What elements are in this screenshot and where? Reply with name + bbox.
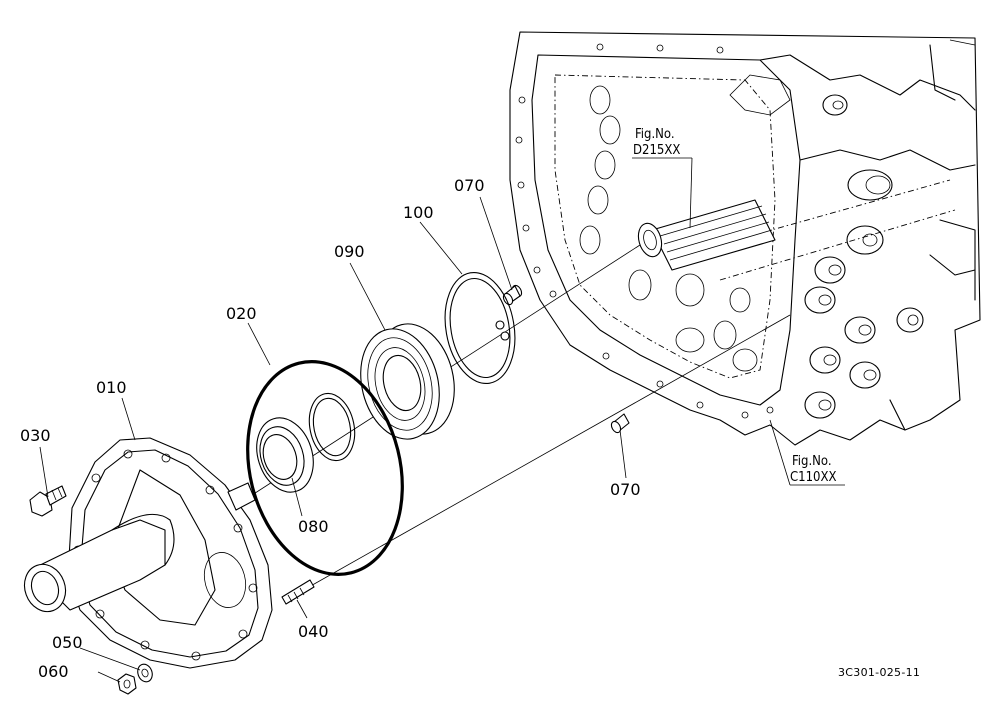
callout-040: 040 <box>298 622 329 641</box>
figure-ref-c110: Fig.No. C110XX <box>790 454 837 485</box>
callout-labels: 010 020 030 040 050 060 070 070 080 090 … <box>20 176 641 681</box>
callout-070-upper: 070 <box>454 176 485 195</box>
hex-bolt <box>29 485 67 517</box>
callout-050: 050 <box>52 633 83 652</box>
dowel-pin-upper <box>502 284 523 306</box>
oil-seal <box>256 417 314 493</box>
housing-pockets <box>579 85 758 372</box>
stud-bolt <box>281 579 315 605</box>
housing-bosses <box>804 94 924 419</box>
flange-bolt-holes <box>515 43 774 419</box>
callout-030: 030 <box>20 426 51 445</box>
drawing-code: 3C301-025-11 <box>838 666 920 679</box>
snap-ring <box>444 271 516 385</box>
callout-090: 090 <box>334 242 365 261</box>
callout-100: 100 <box>403 203 434 222</box>
hex-nut <box>117 673 137 695</box>
figure-ref-d215-line1: Fig.No. <box>635 127 675 142</box>
callout-060: 060 <box>38 662 69 681</box>
callout-010: 010 <box>96 378 127 397</box>
figure-ref-c110-line1: Fig.No. <box>792 454 832 469</box>
transmission-housing <box>509 31 981 446</box>
o-ring <box>246 360 404 576</box>
callout-080: 080 <box>298 517 329 536</box>
callout-020: 020 <box>226 304 257 323</box>
callout-070-lower: 070 <box>610 480 641 499</box>
figure-ref-d215: Fig.No. D215XX <box>633 127 680 158</box>
splined-shaft <box>637 199 776 271</box>
leader-lines <box>39 157 845 683</box>
retaining-ring <box>308 392 356 462</box>
figure-ref-c110-line2: C110XX <box>790 470 837 485</box>
cover-housing <box>23 437 273 669</box>
dowel-pin-lower <box>610 413 630 434</box>
figure-ref-d215-line2: D215XX <box>633 143 680 158</box>
ball-bearing <box>360 323 455 440</box>
washer <box>137 663 153 683</box>
